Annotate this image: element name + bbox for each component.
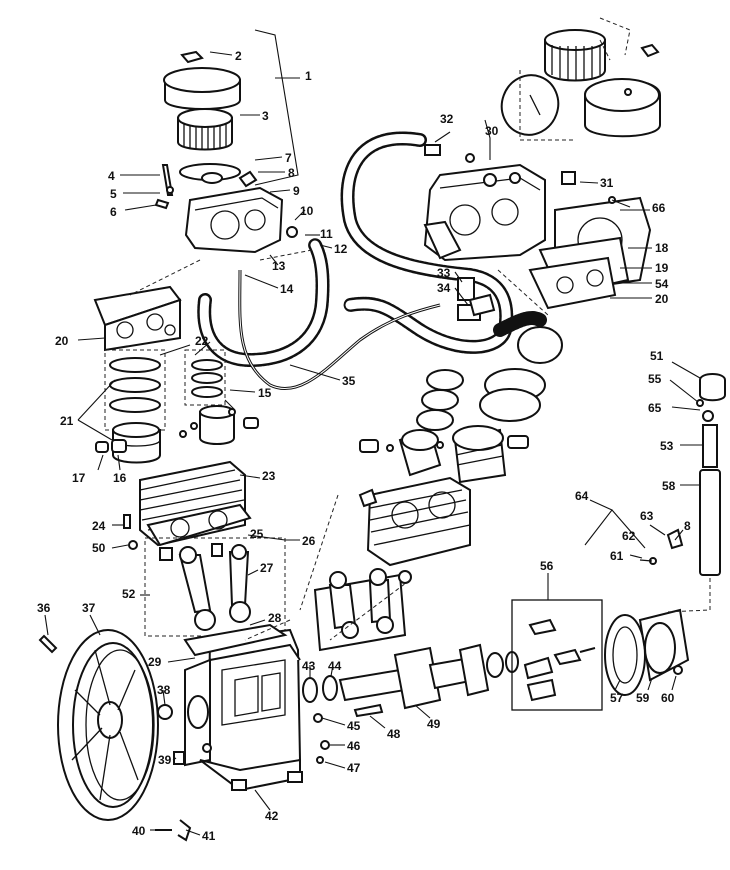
callout-17: 17 <box>72 471 86 485</box>
callout-14: 14 <box>280 282 294 296</box>
callout-65: 65 <box>648 401 662 415</box>
tube-35 <box>238 269 441 391</box>
callout-24: 24 <box>92 519 106 533</box>
callout-32: 32 <box>440 112 454 126</box>
callout-64: 64 <box>575 489 589 503</box>
callout-59: 59 <box>636 691 650 705</box>
callout-20-right: 20 <box>655 292 669 306</box>
callout-54: 54 <box>655 277 669 291</box>
callout-20-left: 20 <box>55 334 69 348</box>
callout-2: 2 <box>235 49 242 63</box>
callout-36: 36 <box>37 601 51 615</box>
callout-4: 4 <box>108 169 115 183</box>
callout-3: 3 <box>262 109 269 123</box>
fittings-right <box>457 277 496 321</box>
callout-27: 27 <box>260 561 274 575</box>
piston-left-small <box>184 349 259 445</box>
callout-41: 41 <box>202 829 216 843</box>
callout-49: 49 <box>427 717 441 731</box>
callout-44: 44 <box>328 659 342 673</box>
callout-61: 61 <box>610 549 624 563</box>
callout-21: 21 <box>60 414 74 428</box>
oil-pump-assembly <box>511 599 603 711</box>
callout-10: 10 <box>300 204 314 218</box>
connecting-rods-right <box>313 568 412 652</box>
callout-58: 58 <box>662 479 676 493</box>
callout-16: 16 <box>113 471 127 485</box>
callout-63: 63 <box>640 509 654 523</box>
callout-12: 12 <box>334 242 348 256</box>
callout-48: 48 <box>387 727 401 741</box>
callout-34: 34 <box>437 281 451 295</box>
callout-43: 43 <box>302 659 316 673</box>
callout-35: 35 <box>342 374 356 388</box>
crankcase <box>183 623 303 792</box>
callout-26: 26 <box>302 534 316 548</box>
callout-55: 55 <box>648 372 662 386</box>
head-right <box>423 144 576 262</box>
connecting-rods-left <box>144 537 286 637</box>
hose-large-coiled <box>340 131 547 354</box>
valve-plate-left <box>93 285 182 352</box>
piston-left-large <box>95 349 187 464</box>
callout-56: 56 <box>540 559 554 573</box>
callout-37: 37 <box>82 601 96 615</box>
callout-38: 38 <box>157 683 171 697</box>
flywheel <box>38 629 159 821</box>
callout-7: 7 <box>285 151 292 165</box>
callout-11: 11 <box>320 227 333 241</box>
callout-labels: 1 2 3 4 5 6 7 8 9 10 11 12 13 14 15 16 1… <box>37 49 691 843</box>
small-parts-flywheel <box>155 704 192 842</box>
callout-8-right: 8 <box>684 519 691 533</box>
callout-42: 42 <box>265 809 279 823</box>
callout-57: 57 <box>610 691 624 705</box>
oil-fill-tube-dashes <box>664 578 711 613</box>
hose-left-coiled <box>197 238 330 368</box>
valve-plates-right <box>528 196 652 310</box>
callout-18: 18 <box>655 241 669 255</box>
callout-22: 22 <box>195 334 209 348</box>
callout-15: 15 <box>258 386 272 400</box>
cylinder-left <box>123 460 252 550</box>
callout-46: 46 <box>347 739 361 753</box>
oil-dipstick-assembly <box>696 373 726 576</box>
callout-39: 39 <box>158 753 172 767</box>
callout-60: 60 <box>661 691 675 705</box>
callout-40: 40 <box>132 824 146 838</box>
pistons-right <box>359 326 563 484</box>
callout-leaders <box>44 29 703 836</box>
callout-52: 52 <box>122 587 136 601</box>
callout-6: 6 <box>110 205 117 219</box>
callout-30: 30 <box>485 124 499 138</box>
callout-28: 28 <box>268 611 282 625</box>
callout-47: 47 <box>347 761 361 775</box>
callout-9: 9 <box>293 184 300 198</box>
air-filter-left <box>163 50 241 184</box>
callout-31: 31 <box>600 176 614 190</box>
callout-19: 19 <box>655 261 669 275</box>
callout-8: 8 <box>288 166 295 180</box>
callout-23: 23 <box>262 469 276 483</box>
callout-62: 62 <box>622 529 636 543</box>
callout-50: 50 <box>92 541 106 555</box>
cylinder-right <box>358 476 471 567</box>
callout-51: 51 <box>650 349 664 363</box>
alignment-lines <box>129 39 611 641</box>
callout-53: 53 <box>660 439 674 453</box>
crankshaft <box>302 643 519 764</box>
bearing-cover-right <box>604 528 690 696</box>
head-left <box>154 164 298 254</box>
callout-33: 33 <box>437 266 451 280</box>
callout-66: 66 <box>652 201 666 215</box>
callout-25: 25 <box>250 527 264 541</box>
callout-5: 5 <box>110 187 117 201</box>
callout-45: 45 <box>347 719 361 733</box>
callout-29: 29 <box>148 655 162 669</box>
callout-13: 13 <box>272 259 286 273</box>
callout-1: 1 <box>305 69 312 83</box>
air-filter-right <box>500 17 661 141</box>
